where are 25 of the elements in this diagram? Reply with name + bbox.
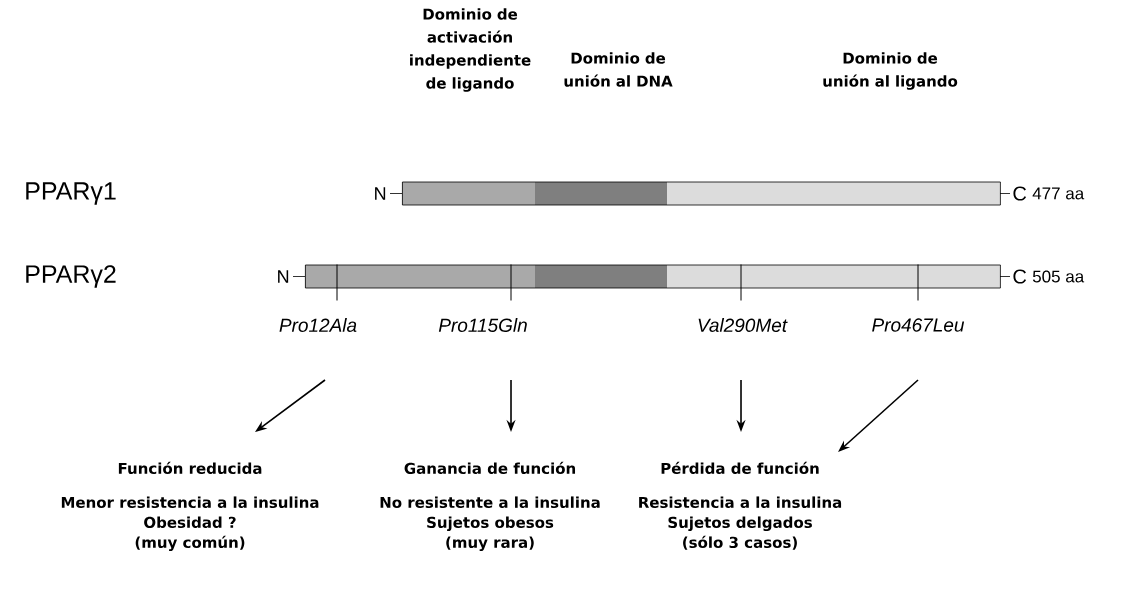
arrow — [838, 379, 919, 452]
domain-heading: Dominio de unión al ligando — [823, 52, 958, 90]
mutation-label: Val290Met — [698, 318, 788, 332]
outcome-text: Ganancia de función No resistente a la insulina Sujetos obesos (muy rara) — [380, 461, 600, 552]
c-terminus-label: C — [999, 269, 1027, 284]
protein-bar — [305, 264, 1001, 289]
leader-line — [510, 264, 512, 301]
leader-line — [740, 264, 742, 301]
mutation-label: Pro12Ala — [279, 318, 357, 332]
n-terminus-label: N — [375, 187, 403, 200]
domain-heading: Dominio de unión al DNA — [564, 52, 673, 87]
mutation-label: Pro115Gln — [438, 318, 527, 332]
length-label: 505 aa — [1032, 270, 1085, 283]
c-terminus-label: C — [999, 186, 1027, 201]
leader-line — [336, 264, 338, 301]
protein-name: PPARγ1 — [26, 182, 116, 205]
outcome-text: Pérdida de función Resistencia a la insulina Sujetos delgados (sólo 3 casos) — [639, 461, 842, 550]
leader-line — [917, 264, 919, 301]
protein-bar — [402, 181, 1001, 206]
protein-name: PPARγ2 — [26, 265, 116, 288]
mutation-label: Pro467Leu — [872, 318, 965, 332]
outcome-text: Función reducida Menor resistencia a la insulina Obesidad ? (muy común) — [61, 461, 319, 552]
length-label: 477 aa — [1032, 187, 1085, 200]
domain-heading: Dominio de activación independiente de ligando — [410, 8, 531, 92]
n-terminus-label: N — [278, 270, 306, 283]
